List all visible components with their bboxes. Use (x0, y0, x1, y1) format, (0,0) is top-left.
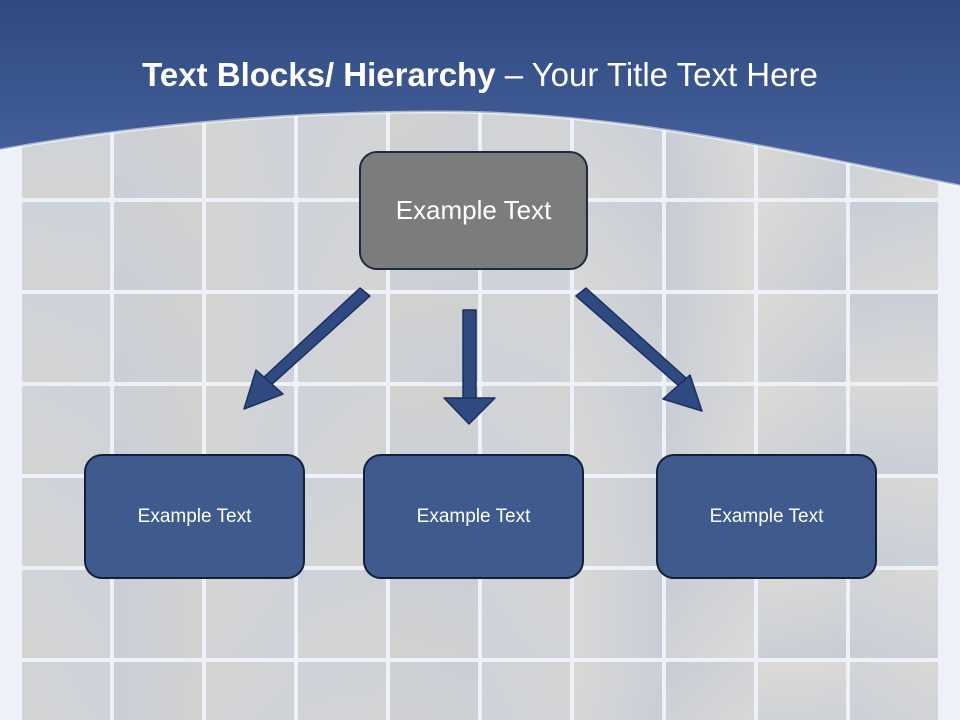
top-level-box[interactable]: Example Text (359, 151, 588, 270)
title-dash: – (495, 56, 532, 93)
top-level-box-label: Example Text (395, 195, 552, 225)
child-box-1[interactable]: Example Text (84, 454, 305, 579)
child-box-2-label: Example Text (416, 505, 531, 527)
arrow-center (443, 309, 496, 425)
title-bold-text: Text Blocks/ Hierarchy (142, 56, 496, 93)
header-band (0, 0, 960, 188)
child-box-3-label: Example Text (709, 505, 824, 527)
child-box-1-label: Example Text (137, 505, 252, 527)
title-regular-text: Your Title Text Here (531, 56, 818, 93)
child-box-2[interactable]: Example Text (363, 454, 584, 579)
arrow-right (575, 287, 703, 412)
slide-title: Text Blocks/ Hierarchy – Your Title Text… (0, 54, 960, 96)
arrow-left (243, 287, 371, 410)
child-box-3[interactable]: Example Text (656, 454, 877, 579)
